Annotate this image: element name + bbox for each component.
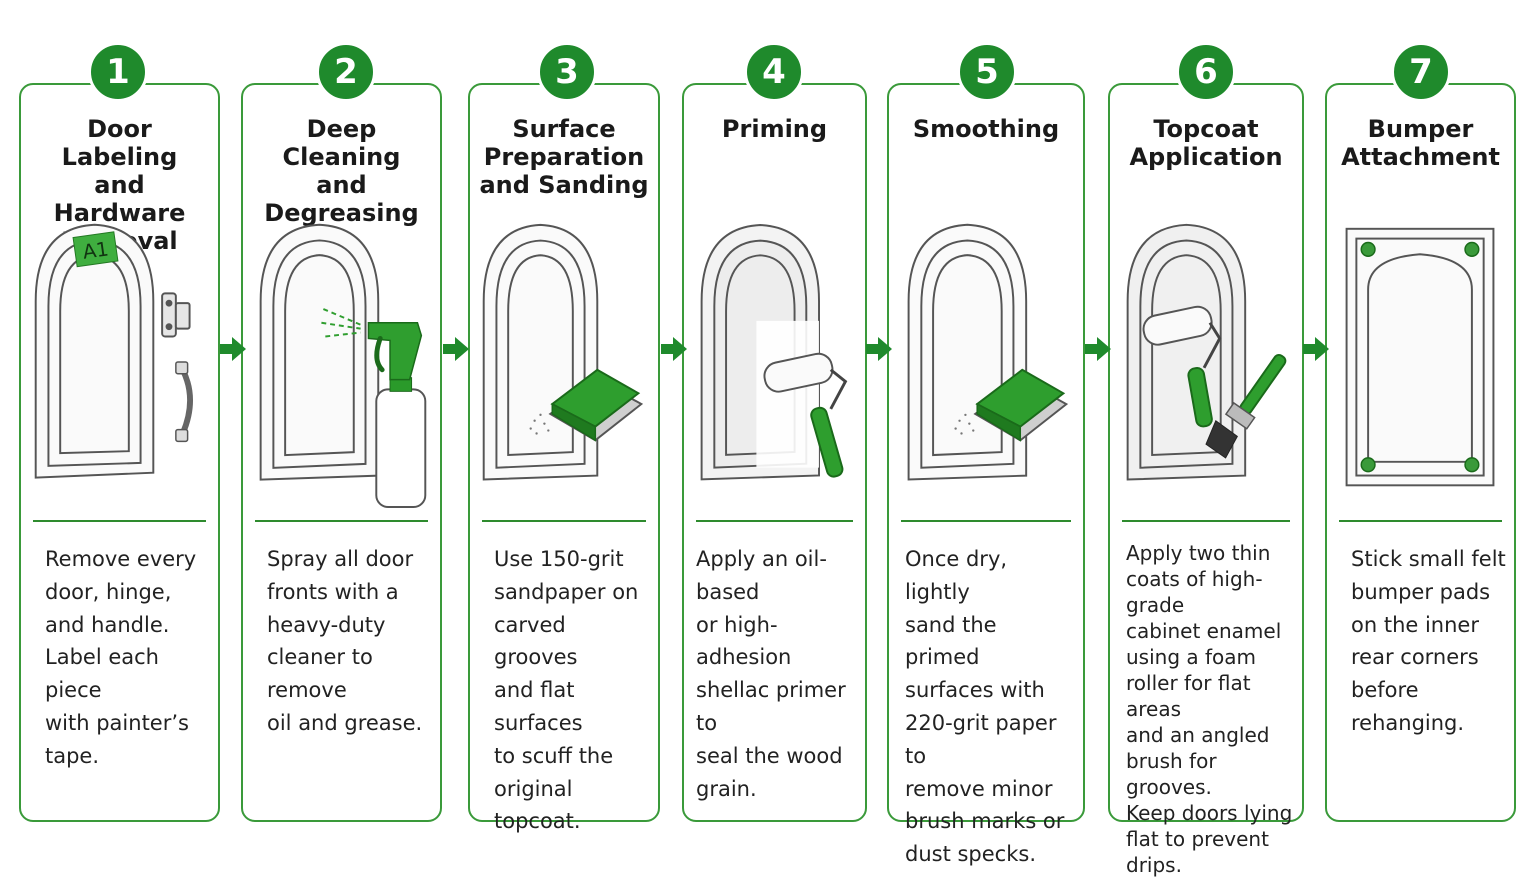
cabinet-door-icon <box>907 223 1028 481</box>
step-number-badge: 2 <box>316 42 376 102</box>
spray-bottle-icon <box>321 308 427 508</box>
step-number-badge: 1 <box>88 42 148 102</box>
tape-label: A1 <box>72 231 119 268</box>
step-description: Apply two thin coats of high-grade cabin… <box>1126 541 1293 877</box>
divider <box>33 520 206 522</box>
divider <box>482 520 646 522</box>
paint-brush-icon <box>1205 353 1287 459</box>
step-description: Remove every door, hinge, and handle. La… <box>45 547 197 768</box>
step-number-badge: 6 <box>1176 42 1236 102</box>
illustration <box>1126 223 1287 481</box>
arrow-right-icon <box>1303 337 1329 361</box>
step-description: Stick small felt bumper pads on the inne… <box>1351 547 1506 735</box>
arrow-right-icon <box>220 337 246 361</box>
primed-area <box>756 320 820 468</box>
step-card-1: Door Labeling and Hardware Removal A1 Re… <box>19 83 220 822</box>
cabinet-door-icon <box>482 223 599 481</box>
step-number-badge: 5 <box>957 42 1017 102</box>
step-description: Once dry, lightly sand the primed surfac… <box>905 547 1065 867</box>
step-title: Surface Preparation and Sanding <box>479 115 649 199</box>
cabinet-door-icon <box>1126 223 1247 481</box>
illustration: A1 <box>34 223 193 479</box>
step-description: Spray all door fronts with a heavy-duty … <box>267 547 423 735</box>
step-number-badge: 7 <box>1391 42 1451 102</box>
step-title: Priming <box>721 115 828 143</box>
step-title: Topcoat Application <box>1129 115 1283 171</box>
divider <box>255 520 428 522</box>
arrow-right-icon <box>443 337 469 361</box>
step-number-badge: 4 <box>744 42 804 102</box>
arrow-right-icon <box>866 337 892 361</box>
handle-icon <box>179 366 193 437</box>
illustration <box>482 223 644 481</box>
tape-label-text: A1 <box>81 237 110 263</box>
step-title: Smoothing <box>912 115 1060 143</box>
illustration <box>907 223 1069 481</box>
sanding-block-icon <box>529 368 644 442</box>
sanding-block-icon <box>954 368 1069 442</box>
step-description: Apply an oil-based or high-adhesion shel… <box>696 547 846 801</box>
illustration <box>1345 227 1495 487</box>
illustration <box>700 224 848 481</box>
arrow-right-icon <box>661 337 687 361</box>
cabinet-door-icon <box>1345 227 1495 487</box>
step-card-3: Surface Preparation and Sanding Use 150-… <box>468 83 660 833</box>
step-card-4: Priming Apply an oil-based or high-adhes… <box>682 83 867 822</box>
paint-roller-icon <box>763 352 848 478</box>
felt-bumper-icon <box>1360 241 1480 473</box>
paint-roller-icon <box>1142 305 1222 428</box>
handle-mounts <box>175 361 189 443</box>
step-card-5: Smoothing Once dry, lightly sand the pri… <box>887 83 1085 866</box>
step-card-7: Bumper Attachment Stick small felt bumpe… <box>1325 83 1516 822</box>
step-card-6: Topcoat Application Apply two thin coats… <box>1108 83 1304 877</box>
divider <box>1122 520 1290 522</box>
step-card-2: Deep Cleaning and Degreasing Spray all d… <box>241 83 442 822</box>
step-title: Bumper Attachment <box>1341 115 1500 171</box>
step-title: Deep Cleaning and Degreasing <box>264 115 419 227</box>
arrow-right-icon <box>1085 337 1111 361</box>
divider <box>696 520 853 522</box>
illustration <box>259 223 427 508</box>
divider <box>1339 520 1502 522</box>
step-description: Use 150-grit sandpaper on carved grooves… <box>494 547 639 834</box>
step-number-badge: 3 <box>537 42 597 102</box>
hinge-icon <box>161 292 191 338</box>
divider <box>901 520 1071 522</box>
cabinet-door-icon <box>259 223 380 481</box>
